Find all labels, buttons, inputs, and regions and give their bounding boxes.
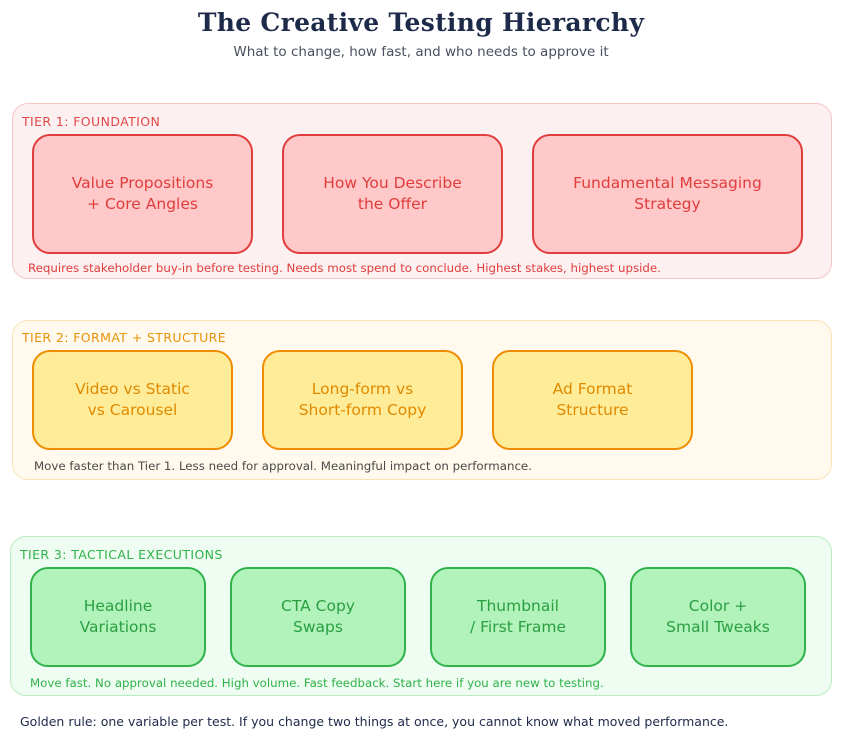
card-headline-variations: Headline Variations bbox=[30, 567, 206, 667]
card-describe-offer: How You Describe the Offer bbox=[282, 134, 503, 254]
tier-3-note: Move fast. No approval needed. High volu… bbox=[30, 676, 604, 690]
card-video-static-carousel: Video vs Static vs Carousel bbox=[32, 350, 233, 450]
golden-rule-footer: Golden rule: one variable per test. If y… bbox=[20, 714, 729, 729]
card-long-short-copy: Long-form vs Short-form Copy bbox=[262, 350, 463, 450]
card-thumbnail-first-frame: Thumbnail / First Frame bbox=[430, 567, 606, 667]
card-messaging-strategy: Fundamental Messaging Strategy bbox=[532, 134, 803, 254]
diagram-subtitle: What to change, how fast, and who needs … bbox=[233, 44, 609, 60]
tier-3-tactical-executions: TIER 3: TACTICAL EXECUTIONS Headline Var… bbox=[10, 536, 832, 696]
tier-2-format-structure: TIER 2: FORMAT + STRUCTURE Video vs Stat… bbox=[12, 320, 832, 480]
tier-1-foundation: TIER 1: FOUNDATION Value Propositions + … bbox=[12, 103, 832, 279]
tier-1-note: Requires stakeholder buy-in before testi… bbox=[28, 261, 661, 275]
tier-3-label: TIER 3: TACTICAL EXECUTIONS bbox=[20, 547, 223, 562]
tier-2-note: Move faster than Tier 1. Less need for a… bbox=[34, 459, 532, 473]
diagram-title: The Creative Testing Hierarchy bbox=[197, 8, 645, 37]
card-value-propositions: Value Propositions + Core Angles bbox=[32, 134, 253, 254]
card-ad-format-structure: Ad Format Structure bbox=[492, 350, 693, 450]
tier-2-label: TIER 2: FORMAT + STRUCTURE bbox=[22, 330, 227, 345]
card-cta-copy-swaps: CTA Copy Swaps bbox=[230, 567, 406, 667]
tier-1-label: TIER 1: FOUNDATION bbox=[22, 114, 161, 129]
card-color-small-tweaks: Color + Small Tweaks bbox=[630, 567, 806, 667]
